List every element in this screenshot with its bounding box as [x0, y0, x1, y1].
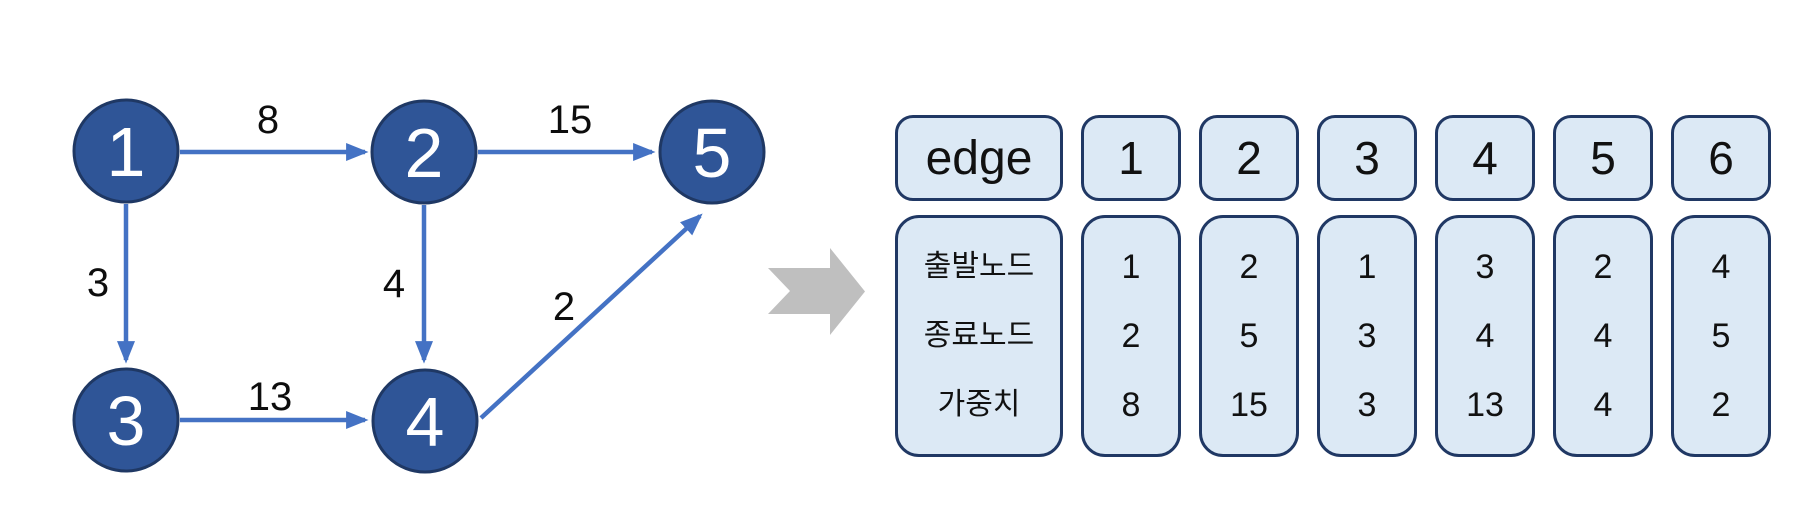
node-label-4: 4 — [406, 383, 445, 461]
cell-start: 3 — [1475, 247, 1495, 286]
edge-weight-label-2-5: 15 — [548, 98, 593, 142]
edge-weight-label-4-5: 2 — [553, 285, 575, 329]
edge-column-2: 2 5 15 — [1199, 215, 1299, 457]
row-label-weight: 가중치 — [937, 388, 1021, 422]
row-label-end-node: 종료노드 — [923, 318, 1035, 352]
cell-weight: 13 — [1466, 386, 1504, 425]
node-circle-5 — [658, 99, 766, 205]
cell-end: 4 — [1593, 316, 1613, 355]
edge-weight-label-2-4: 4 — [383, 262, 405, 306]
edge-index-header-2: 2 — [1199, 115, 1299, 201]
edge-column-4: 3 4 13 — [1435, 215, 1535, 457]
node-circle-2 — [370, 99, 478, 205]
node-circle-1 — [72, 98, 180, 204]
right-block-arrow-icon — [768, 248, 865, 335]
cell-end: 4 — [1475, 316, 1495, 355]
cell-start: 4 — [1711, 247, 1731, 286]
edge-index-header-1: 1 — [1081, 115, 1181, 201]
cell-start: 1 — [1121, 247, 1141, 286]
edge-header-cell: edge — [895, 115, 1063, 201]
edge-column-5: 2 4 4 — [1553, 215, 1653, 457]
node-label-3: 3 — [107, 382, 146, 460]
cell-end: 5 — [1711, 316, 1731, 355]
edge-arrow-4-5 — [479, 213, 703, 420]
cell-start: 2 — [1593, 247, 1613, 286]
node-label-5: 5 — [693, 114, 732, 192]
node-circle-4 — [371, 368, 479, 474]
edge-index-header-6: 6 — [1671, 115, 1771, 201]
weighted-graph-diagram: 8 15 3 4 13 2 1 2 3 4 5 — [72, 98, 865, 474]
cell-end: 3 — [1357, 316, 1377, 355]
row-label-start-node: 출발노드 — [923, 249, 1035, 283]
cell-weight: 3 — [1357, 386, 1377, 425]
edge-table-header-row: edge 1 2 3 4 5 6 — [895, 115, 1771, 201]
edge-index-header-5: 5 — [1553, 115, 1653, 201]
cell-start: 1 — [1357, 247, 1377, 286]
node-label-2: 2 — [405, 114, 444, 192]
edge-table: edge 1 2 3 4 5 6 출발노드 종료노드 가중치 1 2 8 2 5… — [895, 115, 1771, 457]
node-label-1: 1 — [107, 113, 146, 191]
cell-start: 2 — [1239, 247, 1259, 286]
edge-table-body-row: 출발노드 종료노드 가중치 1 2 8 2 5 15 1 3 3 3 4 — [895, 215, 1771, 457]
node-circle-3 — [72, 367, 180, 473]
row-labels-cell: 출발노드 종료노드 가중치 — [895, 215, 1063, 457]
edge-column-3: 1 3 3 — [1317, 215, 1417, 457]
edge-weight-label-3-4: 13 — [248, 375, 293, 419]
cell-weight: 2 — [1711, 386, 1731, 425]
edge-column-1: 1 2 8 — [1081, 215, 1181, 457]
cell-weight: 15 — [1230, 386, 1268, 425]
cell-end: 2 — [1121, 316, 1141, 355]
cell-weight: 8 — [1121, 386, 1141, 425]
cell-weight: 4 — [1593, 386, 1613, 425]
edge-index-header-4: 4 — [1435, 115, 1535, 201]
edge-index-header-3: 3 — [1317, 115, 1417, 201]
edge-weight-label-1-2: 8 — [257, 98, 279, 142]
cell-end: 5 — [1239, 316, 1259, 355]
edge-column-6: 4 5 2 — [1671, 215, 1771, 457]
edge-weight-label-1-3: 3 — [87, 261, 109, 305]
